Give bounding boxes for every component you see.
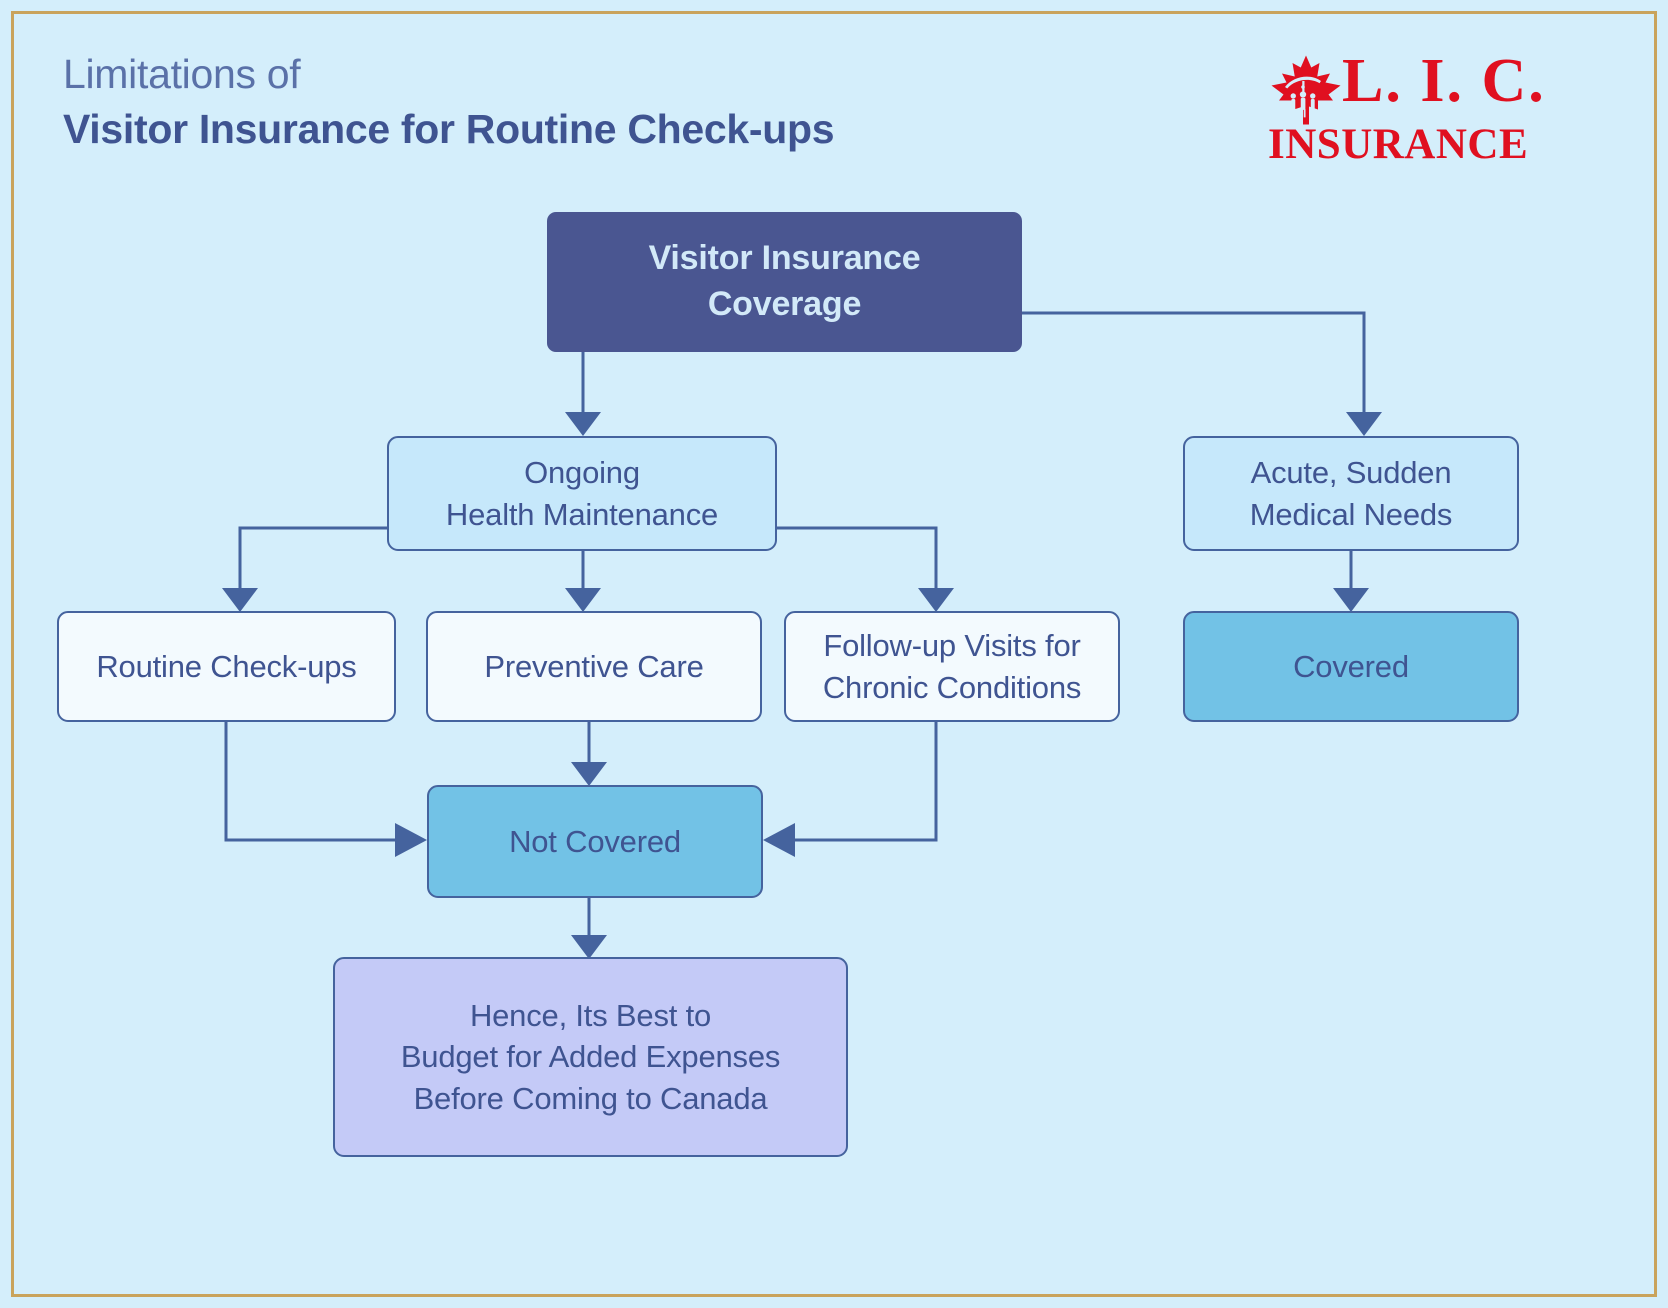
node-visitor-insurance-coverage[interactable]: Visitor Insurance Coverage <box>547 212 1022 352</box>
node-label-line-1: Acute, Sudden <box>1250 454 1452 490</box>
node-label-line-1: Follow-up Visits for <box>823 627 1081 663</box>
arrowhead-notcovered-top <box>571 762 607 786</box>
node-label-line-2: Budget for Added Expenses <box>400 1039 781 1075</box>
node-label-line-3: Before Coming to Canada <box>413 1080 768 1116</box>
node-acute-sudden-medical-needs[interactable]: Acute, Sudden Medical Needs <box>1183 436 1519 551</box>
node-ongoing-health-maintenance[interactable]: Ongoing Health Maintenance <box>387 436 777 551</box>
edge-ongoing-to-routine <box>238 526 387 588</box>
node-label-wrap: Hence, Its Best to Budget for Added Expe… <box>400 995 781 1120</box>
node-label-wrap: Acute, Sudden Medical Needs <box>1249 452 1453 535</box>
page-title-line-1: Limitations of <box>63 51 301 97</box>
node-not-covered[interactable]: Not Covered <box>427 785 763 898</box>
edge-ongoing-to-followup <box>777 526 938 588</box>
node-preventive-care[interactable]: Preventive Care <box>426 611 762 722</box>
node-label-line-1: Hence, Its Best to <box>469 997 712 1033</box>
node-routine-check-ups[interactable]: Routine Check-ups <box>57 611 396 722</box>
arrowheads <box>222 412 1382 959</box>
arrowhead-notcovered-right <box>763 823 795 857</box>
node-follow-up-visits-chronic-conditions[interactable]: Follow-up Visits for Chronic Conditions <box>784 611 1120 722</box>
edge-followup-to-notcovered <box>795 722 938 842</box>
maple-leaf-family-umbrella-icon <box>1271 55 1341 125</box>
node-label-line-1: Visitor Insurance <box>648 239 921 278</box>
node-label-line-1: Routine Check-ups <box>96 648 357 684</box>
edge-routine-to-notcovered <box>224 722 395 842</box>
arrowhead-acute <box>1346 412 1382 436</box>
node-label-wrap: Visitor Insurance Coverage <box>649 236 921 327</box>
node-label-line-1: Covered <box>1293 648 1409 684</box>
logo-wordmark: L. I. C. <box>1342 47 1546 115</box>
node-label-wrap: Ongoing Health Maintenance <box>446 452 718 535</box>
node-label-line-1: Preventive Care <box>484 648 704 684</box>
arrowhead-ongoing <box>565 412 601 436</box>
page-title: Limitations of Visitor Insurance for Rou… <box>63 48 1063 158</box>
brand-logo: L. I. C. INSURANCE <box>1268 47 1544 170</box>
arrowhead-notcovered-left <box>395 823 427 857</box>
logo-subtext: INSURANCE <box>1268 121 1529 168</box>
page-title-line-2: Visitor Insurance for Routine Check-ups <box>63 106 835 152</box>
arrowhead-conclusion <box>571 935 607 959</box>
node-covered[interactable]: Covered <box>1183 611 1519 722</box>
node-label-line-2: Medical Needs <box>1249 496 1453 532</box>
node-label-wrap: Follow-up Visits for Chronic Conditions <box>822 625 1082 708</box>
node-label-line-1: Ongoing <box>524 454 640 490</box>
arrowhead-followup <box>918 588 954 612</box>
node-conclusion-budget-for-added-expenses[interactable]: Hence, Its Best to Budget for Added Expe… <box>333 957 848 1157</box>
arrowhead-preventive <box>565 588 601 612</box>
node-label-line-1: Not Covered <box>509 823 681 859</box>
arrowhead-routine <box>222 588 258 612</box>
edge-root-to-acute <box>1022 311 1366 412</box>
arrowhead-covered <box>1333 588 1369 612</box>
node-label-line-2: Chronic Conditions <box>822 669 1082 705</box>
node-label-line-2: Health Maintenance <box>445 496 719 532</box>
node-label-line-2: Coverage <box>707 285 862 323</box>
